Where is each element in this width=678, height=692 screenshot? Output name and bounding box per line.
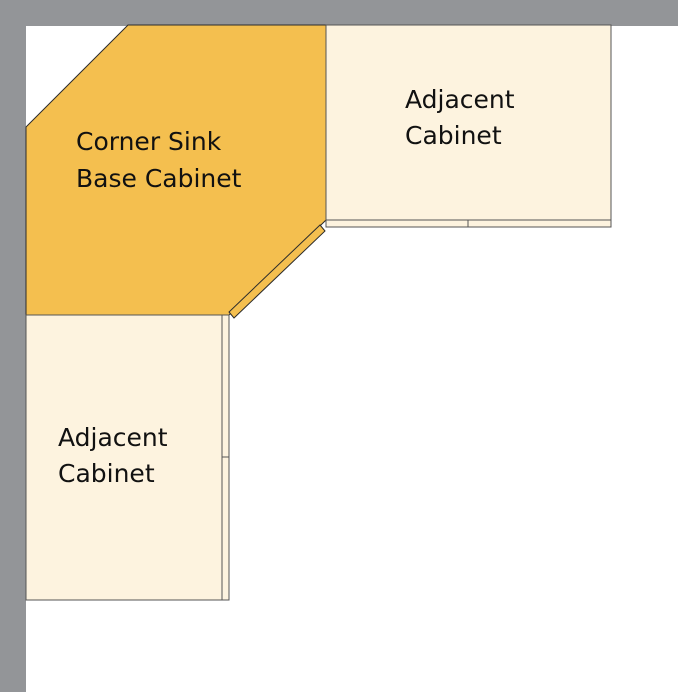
adjacent-top-label-line1: Adjacent — [405, 85, 515, 114]
adjacent-left-label-line2: Cabinet — [58, 459, 155, 488]
adjacent-cabinet-left-door-top — [221, 314, 230, 458]
adjacent-top-label-line2: Cabinet — [405, 121, 502, 150]
adjacent-cabinet-left-door-bottom — [221, 456, 230, 601]
adjacent-left-label-line1: Adjacent — [58, 423, 168, 452]
adjacent-cabinet-left — [25, 314, 223, 601]
corner-cabinet-label-line1: Corner Sink — [76, 127, 222, 156]
wall-left — [0, 0, 26, 692]
adjacent-cabinet-top-door-right — [467, 219, 612, 228]
wall-top — [0, 0, 678, 26]
adjacent-cabinet-top — [325, 24, 612, 221]
adjacent-cabinet-top-door-left — [325, 219, 469, 228]
corner-cabinet-label-line2: Base Cabinet — [76, 164, 242, 193]
corner-cabinet-door — [228, 224, 326, 319]
